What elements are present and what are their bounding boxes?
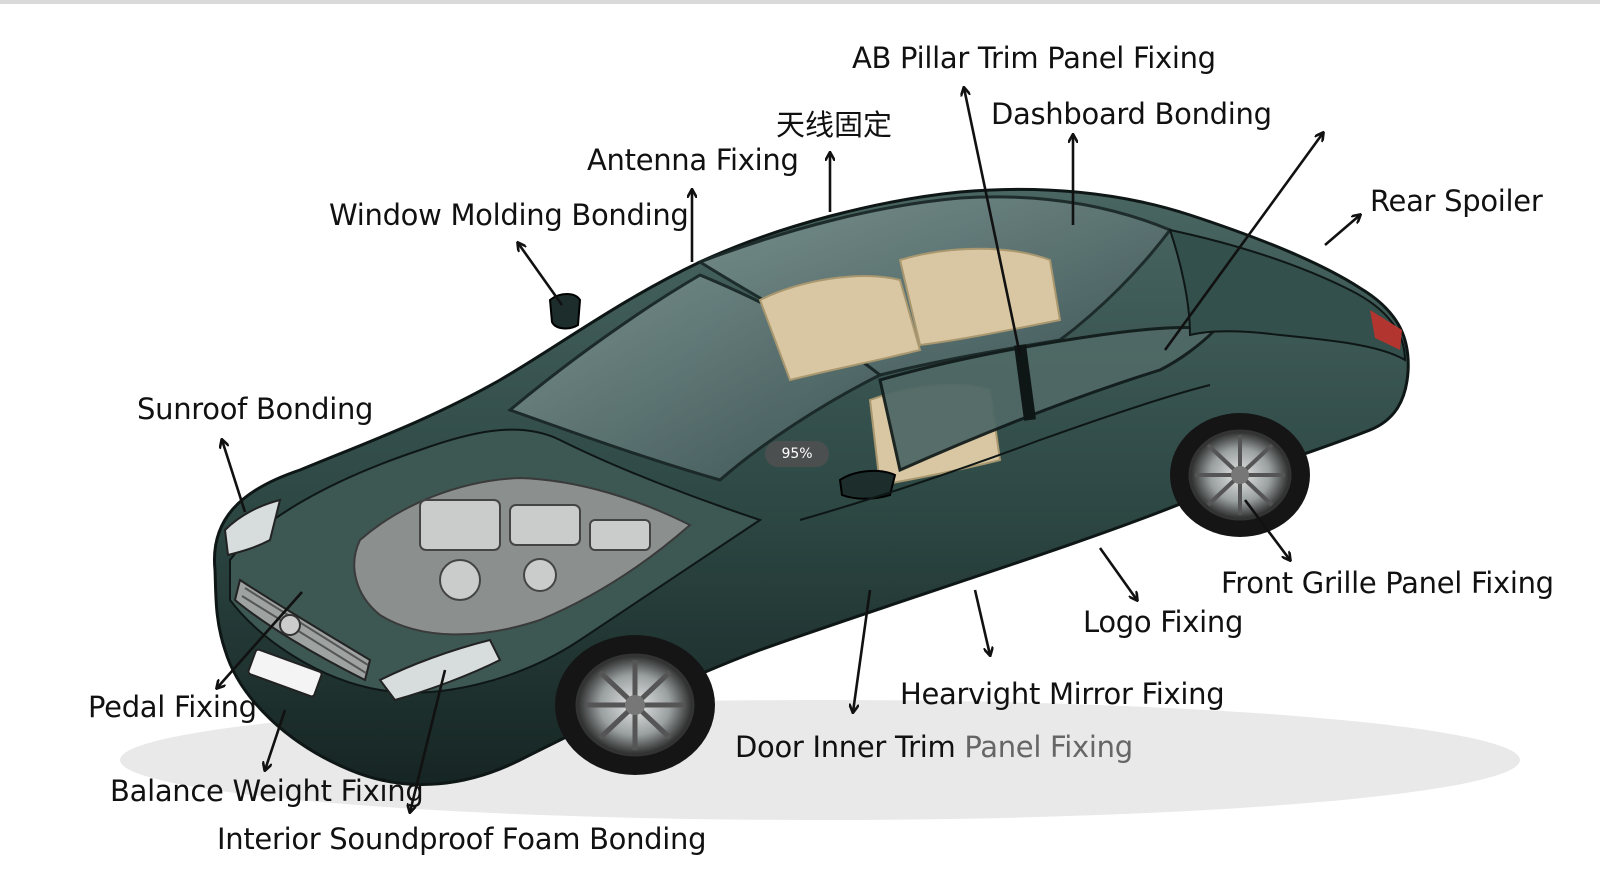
zoom-indicator: 95% bbox=[765, 441, 829, 467]
label-dashboard: Dashboard Bonding bbox=[991, 97, 1272, 131]
license-plate bbox=[247, 648, 323, 698]
arrow-door-inner bbox=[853, 589, 872, 712]
label-door-inner-part2: Panel Fixing bbox=[964, 730, 1133, 764]
front-grille bbox=[233, 578, 372, 682]
label-pedal: Pedal Fixing bbox=[88, 690, 257, 724]
arrow-ab-pillar bbox=[964, 88, 1022, 356]
label-rearview-mirror: Hearvight Mirror Fixing bbox=[900, 677, 1225, 711]
left-headlight bbox=[223, 498, 282, 557]
label-balance-weight: Balance Weight Fixing bbox=[110, 774, 424, 808]
side-mirror bbox=[838, 469, 897, 500]
label-ab-pillar: AB Pillar Trim Panel Fixing bbox=[852, 41, 1216, 75]
top-border bbox=[0, 0, 1600, 4]
right-headlight bbox=[378, 638, 502, 702]
tail-light bbox=[1370, 310, 1402, 350]
label-antenna: Antenna Fixing bbox=[587, 143, 799, 177]
arrow-rear-spoiler bbox=[1324, 215, 1360, 246]
label-antenna-cn: 天线固定 bbox=[776, 108, 893, 142]
label-foam: Interior Soundproof Foam Bonding bbox=[217, 822, 707, 856]
arrow-sunroof bbox=[222, 440, 247, 513]
label-door-inner: Door Inner Trim Panel Fixing bbox=[735, 733, 1133, 762]
arrow-rear-spoiler-long bbox=[1163, 133, 1323, 351]
rear-wheel bbox=[1170, 413, 1310, 537]
arrow-balance-weight bbox=[265, 709, 287, 770]
arrow-front-grille bbox=[1243, 499, 1290, 560]
window-molding-mirror bbox=[548, 293, 582, 330]
label-door-inner-part1: Door Inner Trim bbox=[735, 730, 965, 764]
label-window-molding: Window Molding Bonding bbox=[329, 198, 689, 232]
door-line bbox=[799, 384, 1211, 521]
label-front-grille: Front Grille Panel Fixing bbox=[1221, 566, 1554, 600]
label-logo: Logo Fixing bbox=[1083, 605, 1244, 639]
label-rear-spoiler: Rear Spoiler bbox=[1370, 184, 1543, 218]
logo-emblem bbox=[279, 614, 301, 636]
b-pillar bbox=[1014, 344, 1036, 421]
arrow-logo bbox=[1098, 547, 1137, 600]
arrow-foam bbox=[410, 669, 447, 812]
label-sunroof: Sunroof Bonding bbox=[137, 392, 374, 426]
arrow-window-molding bbox=[518, 243, 564, 306]
arrow-pedal bbox=[217, 591, 303, 688]
front-wheel bbox=[555, 635, 715, 775]
arrow-mirror bbox=[973, 589, 990, 655]
engine-parts bbox=[419, 499, 651, 601]
